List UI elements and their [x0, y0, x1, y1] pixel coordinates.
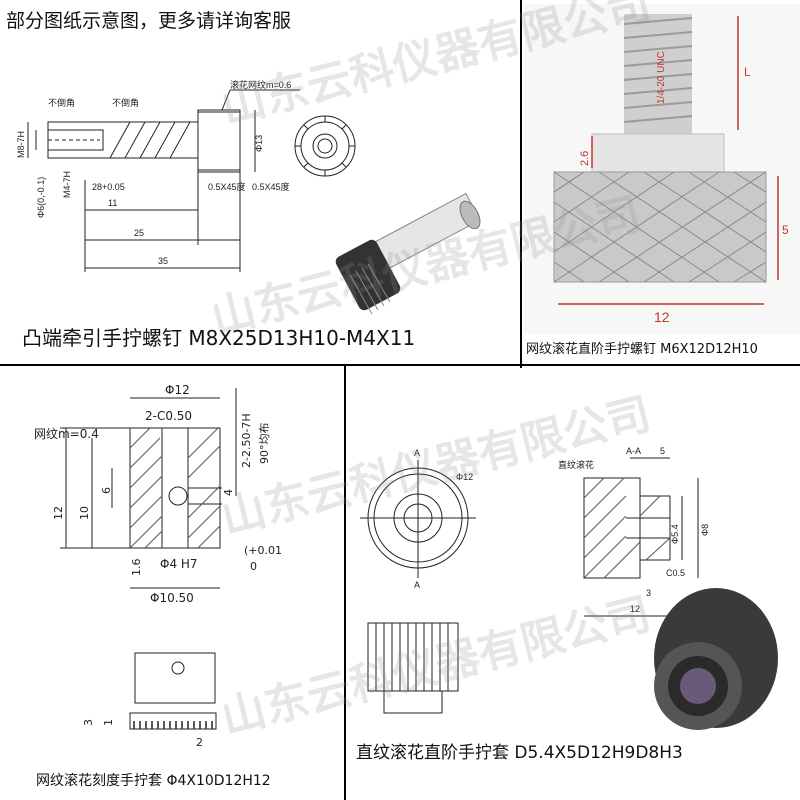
label-dim-4: 4	[222, 489, 235, 496]
label-dia12-p4: Φ12	[456, 472, 473, 482]
label-chamfer-a: 0.5X45度	[208, 181, 246, 192]
divider-horizontal	[0, 364, 800, 366]
label-len-11: 11	[108, 198, 117, 208]
technical-drawing-2: 1/4-20 UNC L 2.6 5 12	[524, 4, 800, 334]
label-c05: C0.5	[666, 568, 685, 578]
label-dim-3: 3	[82, 719, 95, 726]
label-dia12: Φ12	[165, 383, 190, 397]
label-dim-2-6: 2.6	[579, 151, 591, 166]
label-thread-m8: M8-7H	[16, 131, 26, 158]
divider-vertical-bottom	[344, 366, 346, 800]
label-dim-L: L	[744, 65, 751, 79]
label-dim-12: 12	[52, 506, 65, 520]
label-section-aa: A-A	[626, 446, 641, 456]
panel3-product-title: 网纹滚花刻度手拧套 Φ4X10D12H12	[36, 773, 271, 789]
label-no-chamfer-2: 不倒角	[112, 97, 139, 108]
label-chamfer-c050: 2-C0.50	[145, 409, 192, 423]
label-tol-upper: (+0.01	[244, 544, 282, 557]
label-dim-5-p4: 5	[660, 446, 665, 456]
divider-vertical-top	[520, 0, 522, 368]
label-dia8: Φ8	[700, 524, 710, 536]
label-dim-12: 12	[654, 309, 670, 325]
label-dim-5: 5	[782, 223, 789, 237]
label-straight-knurl: 直纹滚花	[558, 459, 594, 470]
panel-graduated-knob-drawing: 网纹m=0.4 Φ12 2-C0.50 2-2.50-7H 90°均布 4 6 …	[0, 368, 342, 800]
knob-render	[654, 588, 778, 730]
label-knurl: 滚花网纹m=0.6	[230, 79, 291, 90]
label-mark-a-top: A	[414, 448, 420, 458]
label-dia-phi13: Φ13	[254, 135, 264, 152]
panel-knurled-screw-photo: 1/4-20 UNC L 2.6 5 12 网纹滚花直阶手拧螺钉 M6X12D1…	[524, 4, 800, 362]
panel-straight-knurl-knob-drawing: Φ12 A-A 直纹滚花 5 Φ5.4 Φ8 C0.5 3 12 A A 直纹滚…	[346, 368, 800, 800]
header-note: 部分图纸示意图，更多请详询客服	[6, 10, 292, 32]
label-thread-unc: 1/4-20 UNC	[656, 51, 667, 104]
label-chamfer-b: 0.5X45度	[252, 181, 290, 192]
label-no-chamfer-1: 不倒角	[48, 97, 75, 108]
panel4-product-title: 直纹滚花直阶手拧套 D5.4X5D12H9D8H3	[356, 743, 683, 763]
panel2-product-title: 网纹滚花直阶手拧螺钉 M6X12D12H10	[526, 342, 758, 357]
label-len-35: 35	[158, 256, 168, 266]
label-dim-1-6: 1.6	[130, 559, 143, 577]
label-bore-h7: Φ4 H7	[160, 557, 198, 571]
label-dim-6: 6	[100, 487, 113, 494]
label-thread-m4: M4-7H	[62, 171, 72, 198]
label-dia-phi6: Φ6(0,-0.1)	[36, 177, 46, 218]
label-tol-lower: 0	[250, 560, 257, 573]
label-dim-12-p4: 12	[630, 604, 640, 614]
label-dim-3-p4: 3	[646, 588, 651, 598]
label-mark-a-bottom: A	[414, 580, 420, 590]
screw-render	[335, 192, 481, 315]
panel1-product-title: 凸端牵引手拧螺钉 M8X25D13H10-M4X11	[22, 326, 416, 350]
label-knurl-m04: 网纹m=0.4	[34, 427, 99, 441]
label-tolerance: 28+0.05	[92, 182, 125, 192]
label-hole-thread: 2-2.50-7H	[240, 413, 253, 468]
label-distribution: 90°均布	[258, 423, 271, 465]
technical-drawing-1: 滚花网纹m=0.6 不倒角 不倒角 M8-7H M4-7H Φ6(0,-0.1)…	[16, 79, 481, 315]
technical-drawing-3: 网纹m=0.4 Φ12 2-C0.50 2-2.50-7H 90°均布 4 6 …	[34, 383, 282, 749]
label-dia54: Φ5.4	[670, 524, 680, 544]
label-dim-10: 10	[78, 506, 91, 520]
label-dim-2: 2	[196, 736, 203, 749]
label-len-25: 25	[134, 228, 144, 238]
technical-drawing-4: Φ12 A-A 直纹滚花 5 Φ5.4 Φ8 C0.5 3 12 A A	[360, 446, 778, 730]
panel-thumb-screw-drawing: 滚花网纹m=0.6 不倒角 不倒角 M8-7H M4-7H Φ6(0,-0.1)…	[0, 40, 518, 362]
label-dia1050: Φ10.50	[150, 591, 194, 605]
label-dim-1: 1	[102, 719, 115, 726]
